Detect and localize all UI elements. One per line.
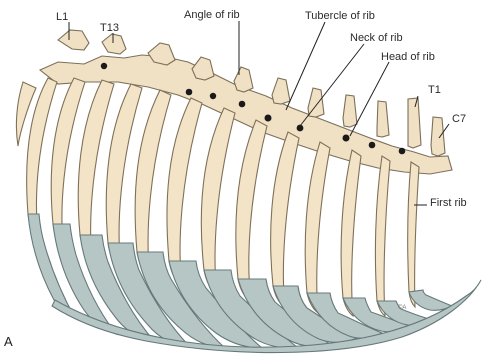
rib-cage-illustration [16,30,481,353]
vertebra-spine-t1 [408,98,421,148]
label-first-rib: First rib [430,197,467,209]
joint-marker-2 [186,89,193,96]
joint-marker-5 [265,115,272,122]
vertebra-spine-3 [234,67,253,92]
label-head-of-rib: Head of rib [381,51,435,63]
label-t1: T1 [428,84,441,96]
joint-marker-8 [369,142,376,149]
rib-2 [375,156,390,316]
label-neck-of-rib: Neck of rib [350,32,403,44]
joint-marker-9 [399,148,406,155]
joint-marker-4 [239,101,246,108]
vertebra-spine-2 [192,57,214,80]
joint-marker-3 [210,93,216,99]
label-tubercle-of-rib: Tubercle of rib [305,10,375,22]
vertebra-spine-6 [343,95,357,127]
label-c7: C7 [452,113,466,125]
label-t13: T13 [100,22,119,34]
label-angle-of-rib: Angle of rib [184,9,240,21]
vertebra-spine-4 [272,78,290,104]
rib-9 [135,90,171,279]
rib-6 [236,120,267,302]
label-l1: L1 [56,11,68,23]
artist-mark: ©A [398,304,406,311]
joint-marker-1 [101,63,107,69]
panel-letter: A [4,334,13,349]
vertebra-spine-7 [377,101,389,137]
joint-marker-7 [343,135,350,142]
rib-4 [305,142,330,313]
rib-5 [271,132,299,308]
vertebra-spine-l1 [58,30,89,50]
rib-7 [201,108,235,296]
rib-8 [167,98,202,288]
vertebra-spine-t13 [102,34,126,54]
vertebra-spine-c7 [431,117,445,156]
rib-3 [341,150,361,316]
first-rib-bone [408,162,419,307]
